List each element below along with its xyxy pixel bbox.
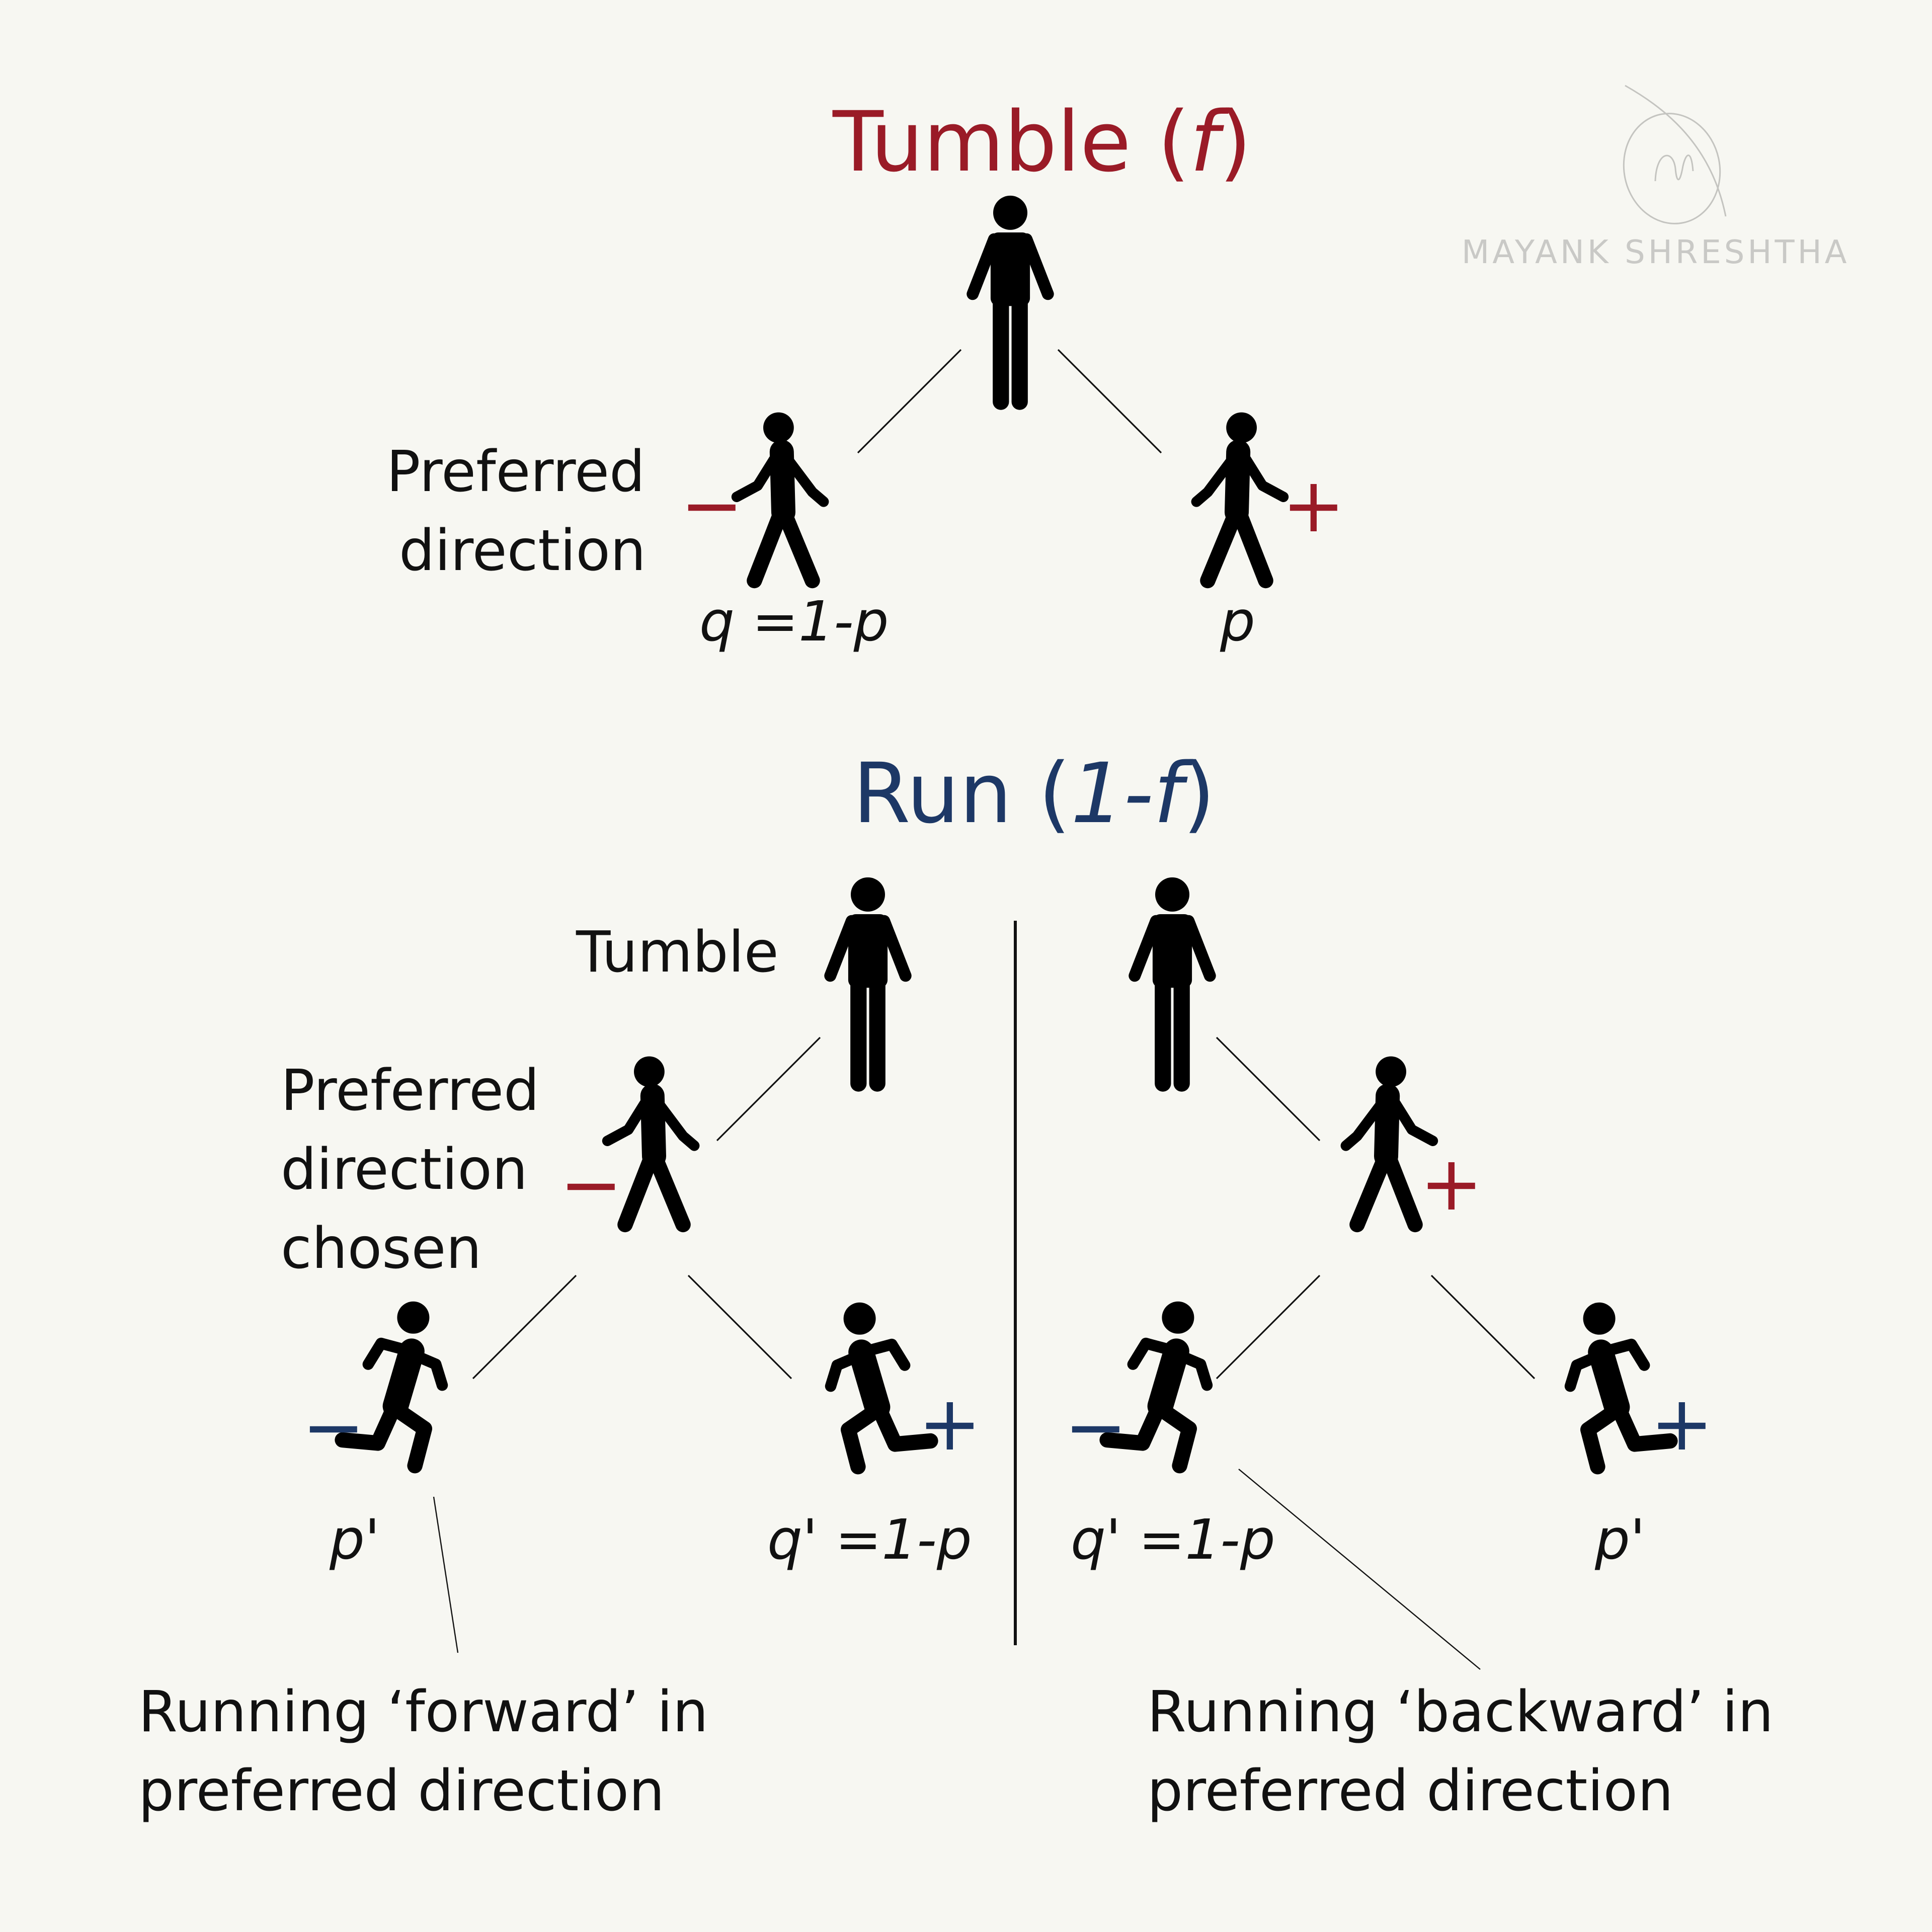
preferred-direction-label: Preferred direction (386, 433, 646, 591)
edge-run-right-plus (1430, 1274, 1536, 1380)
preferred-direction-chosen-label: Preferred direction chosen (281, 1052, 539, 1288)
run-left-mid-sign: − (559, 1141, 623, 1229)
run-right-leaf-minus: − (1064, 1384, 1128, 1471)
run-left-root-label: Tumble (576, 920, 779, 985)
run-right-mid-sign: + (1420, 1140, 1483, 1228)
edge-run-left-root (716, 1036, 821, 1142)
edge-run-left-minus (472, 1274, 577, 1380)
top-right-probability: p (1220, 589, 1255, 654)
run-right-right-probability: p' (1595, 1507, 1646, 1572)
standing-person-icon (973, 196, 1048, 402)
running-forward-annotation: Running ‘forward’ in preferred direction (138, 1673, 708, 1831)
run-title: Run (1-f) (853, 745, 1216, 842)
run-left-left-probability: p' (330, 1507, 380, 1572)
run-left-right-probability: q' =1-p (767, 1507, 972, 1572)
running-person-icon (831, 1303, 930, 1467)
chosen-line2: direction (281, 1137, 528, 1202)
edge-top-right (1057, 349, 1162, 454)
run-right-leaf-plus: + (1650, 1380, 1714, 1468)
tumble-title-word: Tumble (833, 94, 1132, 190)
edge-run-right-minus (1216, 1274, 1321, 1380)
tree-edges (472, 349, 1536, 1380)
run-right-left-probability: q' =1-p (1071, 1507, 1275, 1572)
tumble-title: Tumble (f) (833, 94, 1252, 190)
run-left-leaf-plus: + (918, 1380, 982, 1468)
signature-logo-icon (1623, 85, 1727, 224)
run-title-variable: 1-f (1071, 745, 1183, 842)
standing-person-icon (830, 877, 906, 1084)
running-backward-annotation: Running ‘backward’ in preferred direction (1147, 1673, 1774, 1831)
edge-top-left (857, 349, 962, 454)
backward-pointer-line (1238, 1469, 1481, 1670)
preferred-direction-line2: direction (399, 518, 646, 584)
edge-run-left-plus (687, 1274, 792, 1380)
backward-line1: Running ‘backward’ in (1147, 1679, 1774, 1745)
chosen-line3: chosen (281, 1216, 482, 1281)
walking-person-icon (737, 413, 824, 581)
walking-person-icon (1196, 413, 1283, 581)
run-left-leaf-minus: − (302, 1384, 365, 1471)
forward-line2: preferred direction (138, 1758, 665, 1824)
standing-person-icon (1135, 877, 1210, 1084)
forward-line1: Running ‘forward’ in (138, 1679, 708, 1745)
top-plus-sign: + (1282, 462, 1345, 549)
preferred-direction-line1: Preferred (386, 439, 646, 505)
run-title-word: Run (853, 745, 1012, 842)
top-left-probability: q =1-p (699, 589, 889, 654)
edge-run-right-root (1216, 1036, 1321, 1142)
chosen-line1: Preferred (281, 1058, 540, 1123)
tumble-title-variable: f (1189, 94, 1220, 190)
forward-pointer-line (433, 1496, 459, 1653)
backward-line2: preferred direction (1147, 1758, 1674, 1824)
watermark-text: MAYANK SHRESHTHA (1462, 234, 1850, 271)
top-minus-sign: − (680, 462, 744, 549)
